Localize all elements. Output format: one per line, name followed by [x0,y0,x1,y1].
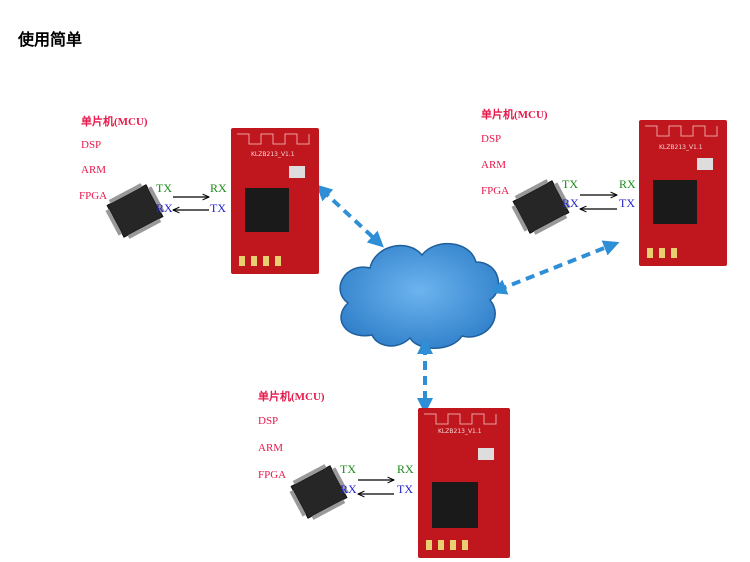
mcu-chip-icon-2 [511,179,571,235]
label-fpga-3: FPGA [258,469,287,481]
rx-label-left-2: RX [562,196,579,210]
page-heading: 使用简单 [18,30,83,49]
module-label-3: KLZB213_V1.1 [438,428,482,435]
zigbee-module-icon-3 [418,408,510,558]
mcu-chip-icon-1 [105,183,165,239]
label-dsp-2: DSP [481,133,502,145]
tx-label-left-1: TX [156,181,172,195]
module-label-2: KLZB213_V1.1 [659,144,703,151]
mcu-chip-icon-3 [289,464,349,520]
rx-label-left-3: RX [340,482,357,496]
module-label-1: KLZB213_V1.1 [251,151,295,158]
rx-label-right-2: RX [619,177,636,191]
label-mcu-2: 单片机(MCU) [481,109,548,121]
rx-label-right-3: RX [397,462,414,476]
tx-label-right-1: TX [210,201,226,215]
zigbee-module-icon-2 [639,120,727,266]
label-mcu-1: 单片机(MCU) [81,116,148,128]
tx-label-left-3: TX [340,462,356,476]
label-arm-1: ARM [81,164,107,176]
link-arrow-top-left [316,184,384,248]
label-mcu-3: 单片机(MCU) [258,391,325,403]
zigbee-module-icon-1 [231,128,319,274]
rx-label-right-1: RX [210,181,227,195]
label-arm-3: ARM [258,442,284,454]
label-fpga-1: FPGA [79,190,108,202]
cloud-network-icon [339,242,500,349]
rx-label-left-1: RX [156,201,173,215]
link-arrow-right [490,240,620,295]
label-dsp-3: DSP [258,415,279,427]
tx-label-right-2: TX [619,196,635,210]
tx-label-left-2: TX [562,177,578,191]
tx-label-right-3: TX [397,482,413,496]
label-fpga-2: FPGA [481,185,510,197]
label-arm-2: ARM [481,159,507,171]
label-dsp-1: DSP [81,139,102,151]
